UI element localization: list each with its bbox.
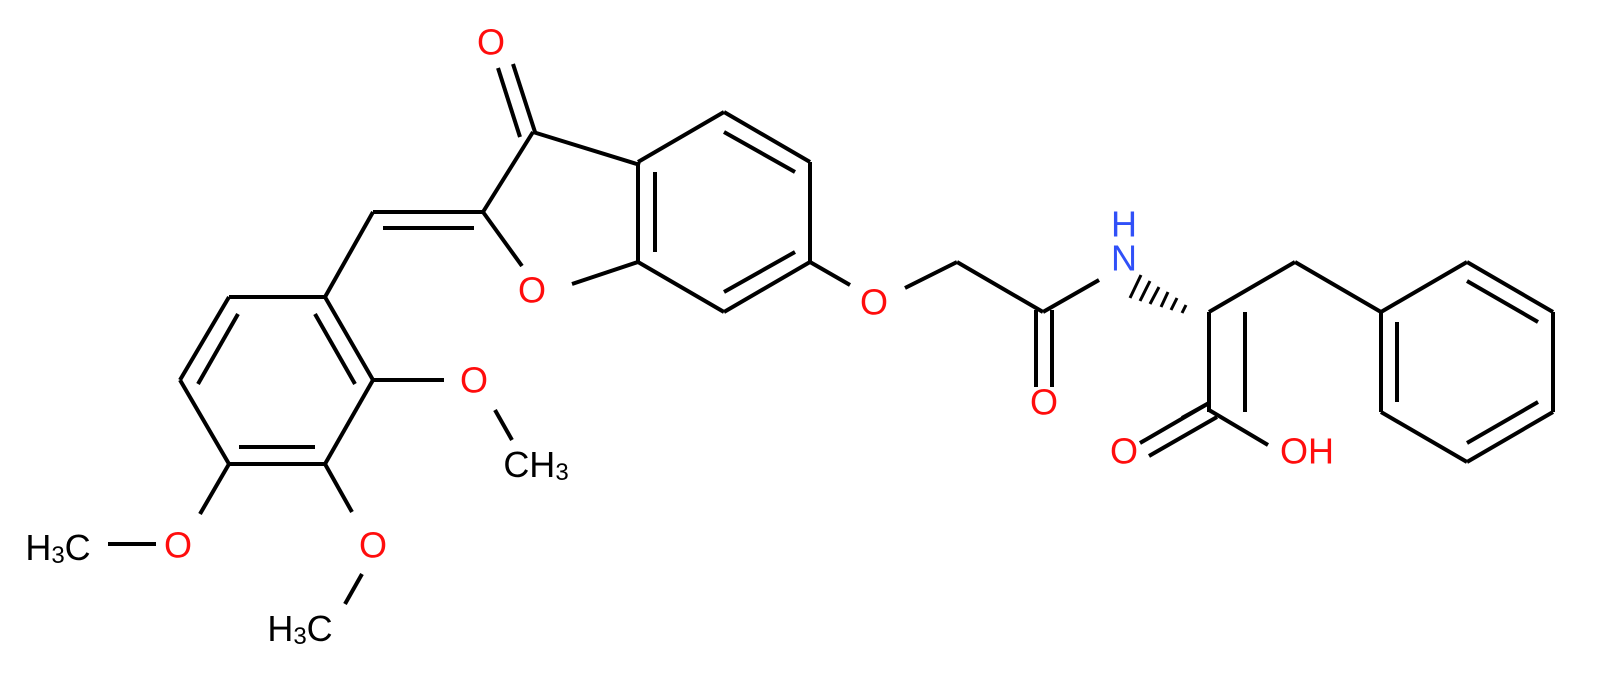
methoxy-2-oxygen-label: O — [460, 360, 488, 401]
atom-labels: O O O O N H O OH O CH3 O H3C O H3C — [25, 22, 1334, 650]
acid-hydroxyl-label: OH — [1280, 431, 1334, 472]
acid-carbonyl-oxygen-label: O — [1110, 431, 1138, 472]
methoxy-2-methyl-label: CH3 — [503, 444, 568, 486]
methoxy-4-oxygen-label: O — [164, 525, 192, 566]
amide-oxygen-label: O — [1030, 382, 1058, 423]
methoxy-3-oxygen-label: O — [359, 525, 387, 566]
ketone-oxygen-label: O — [477, 22, 505, 63]
hashed-wedge-bond — [1128, 274, 1188, 314]
bonds — [108, 63, 1555, 605]
furan-oxygen-label: O — [518, 270, 546, 311]
methoxy-3-methyl-label: H3C — [267, 608, 332, 650]
ether-oxygen-label: O — [860, 282, 888, 323]
amine-hydrogen-label: H — [1111, 204, 1137, 245]
methoxy-4-methyl-label: H3C — [25, 527, 90, 569]
amine-nitrogen-label: N — [1111, 238, 1137, 279]
